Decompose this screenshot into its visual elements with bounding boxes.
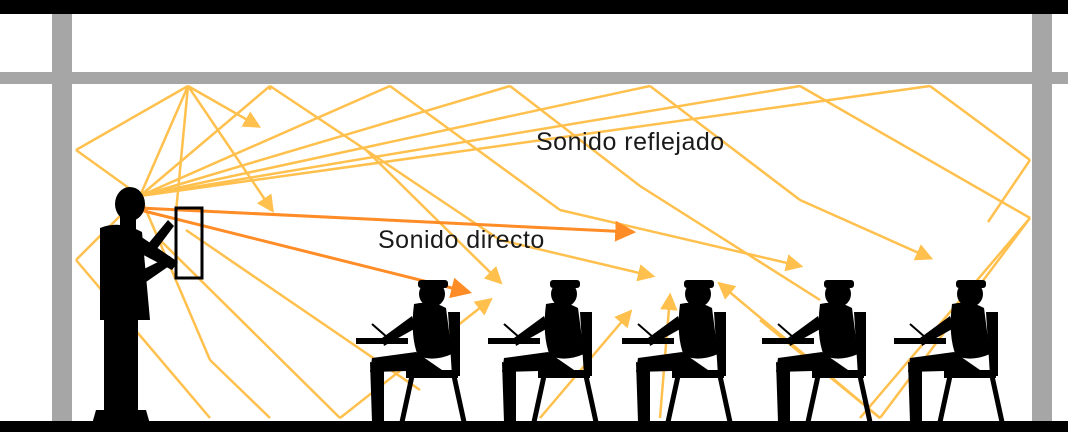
teacher-silhouette-icon xyxy=(92,187,178,424)
reflected-sound-label: Sonido reflejado xyxy=(536,128,725,156)
direct-sound-label: Sonido directo xyxy=(378,226,545,254)
book-icon xyxy=(174,206,204,280)
seated-student-silhouette-icon xyxy=(356,280,1002,422)
ceiling-bar xyxy=(0,0,1068,14)
right-column xyxy=(1032,14,1052,421)
direct-rays xyxy=(139,206,637,299)
ceiling-beam xyxy=(0,72,1068,84)
left-column xyxy=(52,14,72,421)
floor-bar xyxy=(0,421,1068,432)
